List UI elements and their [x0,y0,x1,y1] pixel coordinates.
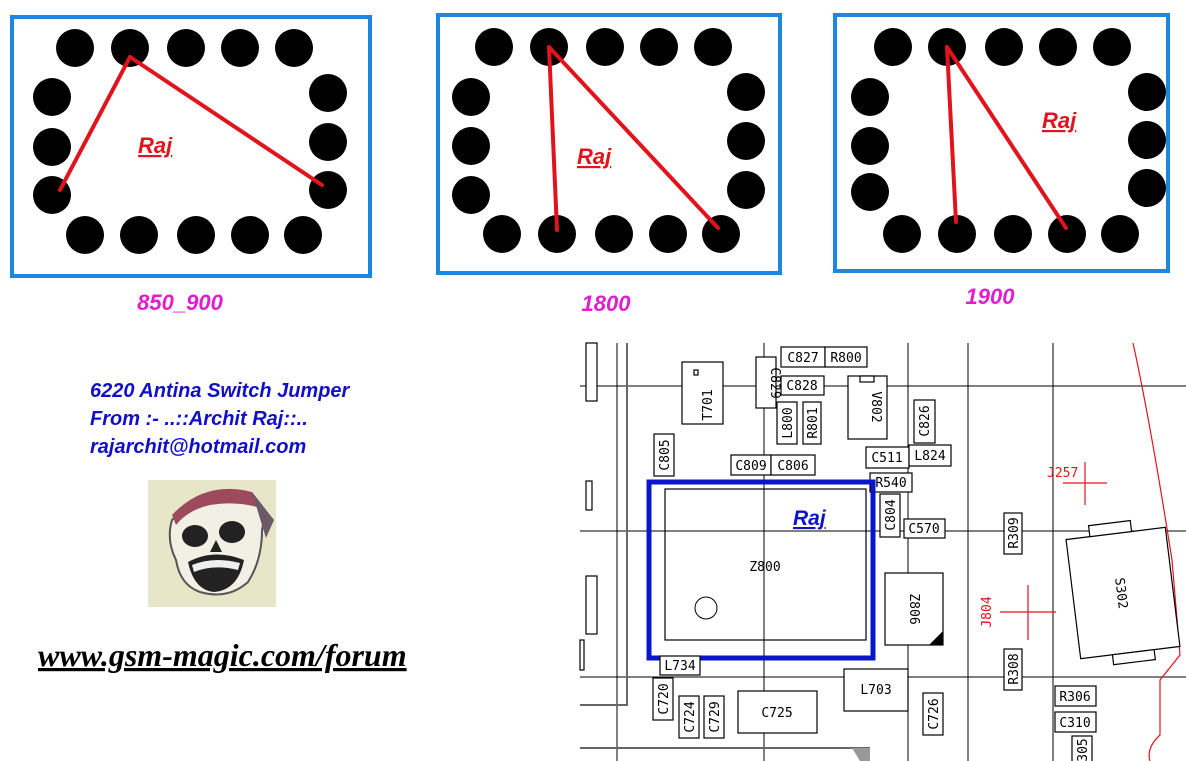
component-label: C809 [735,459,766,474]
component-label: C806 [777,459,808,474]
skull-image [148,480,276,607]
band-label: 1900 [966,284,1016,309]
pad-panel-850-900: Raj [10,15,372,278]
band-label: 1800 [582,291,632,316]
forum-url-link[interactable]: www.gsm-magic.com/forum [38,637,407,673]
component-label: C725 [761,706,792,721]
watermark-raj: Raj [577,144,612,169]
pads [33,29,347,254]
email-text: rajarchit@hotmail.com [90,436,306,458]
component-label: C724 [683,701,698,732]
component-label: C310 [1059,716,1090,731]
component-label: C726 [927,698,942,729]
component-label: T701 [701,389,716,420]
component-label: C729 [708,701,723,732]
highlight-box-z800 [646,479,876,661]
component-label: C805 [658,439,673,470]
watermark-raj: Raj [138,133,173,158]
jumper-wire [945,45,958,224]
component-label: R801 [806,407,821,438]
jumper-wire [547,45,720,230]
component-label: R540 [875,476,906,491]
component-label: V802 [868,391,883,422]
jumper-wire [547,45,559,232]
jumper-wire [945,45,1068,230]
pads [452,28,765,253]
component-label: L703 [860,683,891,698]
component-label: J257 [1047,466,1078,481]
component-label: J804 [980,596,995,627]
component-label: C720 [657,683,672,714]
component-label: R800 [830,351,861,366]
author-text: From :- ..::Archit Raj::.. [90,408,308,430]
component-label: R308 [1007,653,1022,684]
jumper-wire [128,55,324,187]
component-label: L824 [914,449,945,464]
band-label: 850_900 [137,290,223,315]
component-label: 305 [1076,738,1091,761]
component-label: C828 [786,379,817,394]
component-label: C804 [884,499,899,530]
jumper-wire [58,55,132,192]
component-label: R306 [1059,690,1090,705]
component-label: Z806 [906,593,921,624]
component-label: S302 [1111,577,1130,610]
component-label: C826 [918,405,933,436]
component-label: Z800 [749,560,780,575]
pads [851,28,1166,253]
component-label: C511 [871,451,902,466]
pcb-layout: C827 R800 C829 C828 T701 L800 R801 V802 … [579,342,1186,761]
component-label: R309 [1007,517,1022,548]
pad-panel-1800: Raj [436,13,782,275]
title-text: 6220 Antina Switch Jumper [90,380,351,402]
component-label: L734 [664,659,695,674]
component-label: C829 [767,367,782,398]
watermark-raj: Raj [793,507,827,530]
pad-panel-1900: Raj [833,13,1170,273]
component-label: L800 [781,407,796,438]
watermark-raj: Raj [1042,108,1077,133]
component-label: C827 [787,351,818,366]
component-label: C570 [908,522,939,537]
